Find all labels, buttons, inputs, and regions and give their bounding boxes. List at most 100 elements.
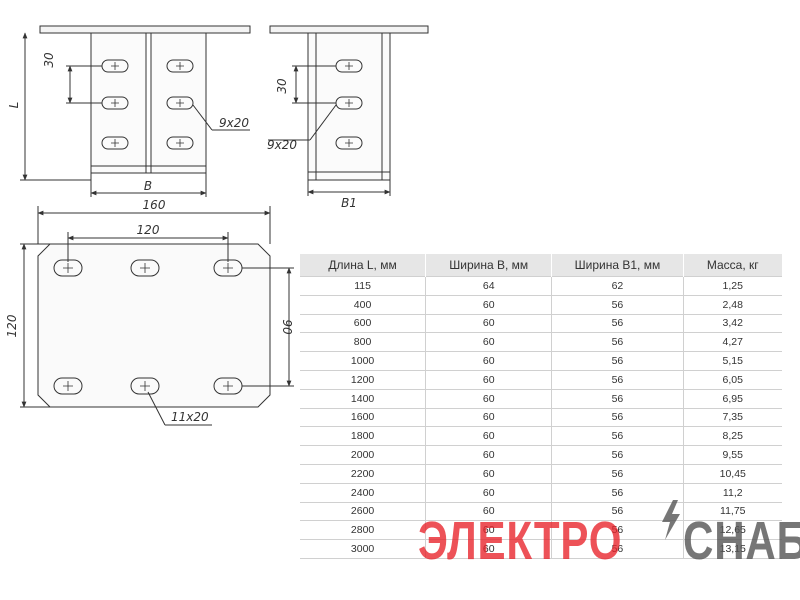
cell-width-b: 64 [425,276,553,296]
base-plate-edge [39,25,251,34]
cell-width-b1: 56 [551,295,684,315]
cell-width-b: 60 [425,295,553,315]
plate-slot-label: 11x20 [171,410,209,424]
cell-width-b1: 56 [551,539,684,559]
cell-width-b1: 56 [551,520,684,541]
cell-width-b1: 56 [551,464,684,484]
end-view [268,25,429,196]
cell-width-b1: 56 [551,314,684,334]
watermark-logo-gray: СНАБ [683,511,800,571]
header-length: Длина L, мм [300,254,427,277]
end-width-label: B1 [341,196,357,210]
cell-length: 400 [300,295,427,315]
cell-length: 1000 [300,351,427,371]
cell-width-b1: 56 [551,332,684,353]
cell-mass: 12,65 [683,520,782,541]
cell-length: 115 [300,276,427,296]
cell-mass: 5,15 [683,351,782,371]
cell-length: 1400 [300,389,427,409]
cell-width-b: 60 [425,408,553,428]
cell-width-b1: 56 [551,351,684,371]
plate-view [20,206,294,426]
plate-outline [37,243,271,408]
cell-width-b: 60 [425,389,553,409]
cell-width-b: 60 [425,464,553,484]
side-pitch-label: 30 [42,52,56,68]
cell-length: 2400 [300,483,427,503]
cell-mass: 11,2 [683,483,782,503]
cell-width-b1: 56 [551,426,684,447]
header-mass: Масса, кг [683,254,782,277]
plate-hole-span-label: 120 [137,223,160,237]
cell-length: 2800 [300,520,427,541]
cell-width-b: 60 [425,426,553,447]
header-width-b1: Ширина B1, мм [551,254,684,277]
cell-mass: 13,15 [683,539,782,559]
cell-mass: 9,55 [683,445,782,465]
plate-height-label: 120 [5,314,19,337]
plate-width-label: 160 [143,198,166,212]
cell-width-b1: 56 [551,483,684,503]
side-length-label: L [7,102,21,109]
cell-length: 3000 [300,539,427,559]
cell-length: 2000 [300,445,427,465]
cell-length: 800 [300,332,427,353]
cell-mass: 4,27 [683,332,782,353]
cell-mass: 1,25 [683,276,782,296]
cell-width-b: 60 [425,539,553,559]
cell-mass: 8,25 [683,426,782,447]
cell-width-b: 60 [425,370,553,390]
cell-length: 600 [300,314,427,334]
end-pitch-label: 30 [275,78,289,94]
cell-mass: 11,75 [683,502,782,522]
table-header-row: Длина L, мм Ширина B, мм Ширина B1, мм М… [300,254,782,277]
end-slot-label: 9x20 [267,138,297,152]
cell-width-b1: 62 [551,276,684,296]
cell-mass: 6,05 [683,370,782,390]
cell-mass: 10,45 [683,464,782,484]
lightning-bolt-icon [662,500,680,540]
cell-width-b: 60 [425,445,553,465]
cell-length: 1800 [300,426,427,447]
cell-mass: 2,48 [683,295,782,315]
watermark-logo-red: ЭЛЕКТРО [418,511,623,571]
cell-width-b: 60 [425,520,553,541]
cell-length: 1200 [300,370,427,390]
header-width-b: Ширина B, мм [425,254,553,277]
cell-mass: 6,95 [683,389,782,409]
cell-width-b1: 56 [551,502,684,522]
cell-length: 2200 [300,464,427,484]
cell-width-b1: 56 [551,408,684,428]
cell-mass: 7,35 [683,408,782,428]
cell-width-b: 60 [425,483,553,503]
cell-width-b: 60 [425,502,553,522]
plate-vertical-span-label: 90 [280,319,294,335]
side-view [20,25,251,197]
cell-width-b1: 56 [551,389,684,409]
cell-length: 1600 [300,408,427,428]
cell-mass: 3,42 [683,314,782,334]
cell-width-b: 60 [425,351,553,371]
cell-width-b: 60 [425,314,553,334]
side-slot-label: 9x20 [219,116,249,130]
spec-table: Длина L, мм Ширина B, мм Ширина B1, мм М… [300,254,782,559]
cell-width-b1: 56 [551,445,684,465]
cell-length: 2600 [300,502,427,522]
side-width-label: B [144,179,152,193]
